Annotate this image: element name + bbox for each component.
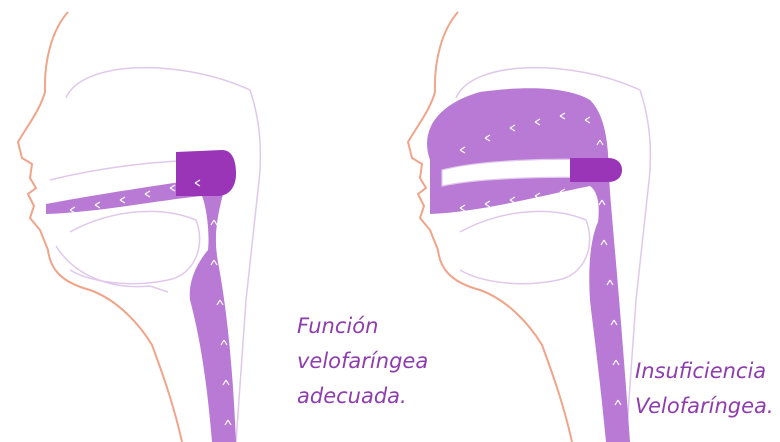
caption-line: adecuada. [297,379,428,414]
caption-line: Función [297,309,428,344]
velum [176,150,236,196]
tongue-outline [460,211,590,283]
caption-insufficiency: Insuficiencia Velofaríngea. [635,354,774,424]
caption-line: Velofaríngea. [635,389,774,424]
jaw-outline [56,246,168,292]
caption-line: Insuficiencia [635,354,774,389]
face-profile-outline [408,12,572,442]
caption-adequate-function: Función velofaríngea adecuada. [297,309,428,414]
caption-line: velofaríngea [297,344,428,379]
tongue-outline [70,211,200,283]
nasal-airway [46,178,236,442]
velum [570,158,622,182]
face-profile-outline [18,12,182,442]
